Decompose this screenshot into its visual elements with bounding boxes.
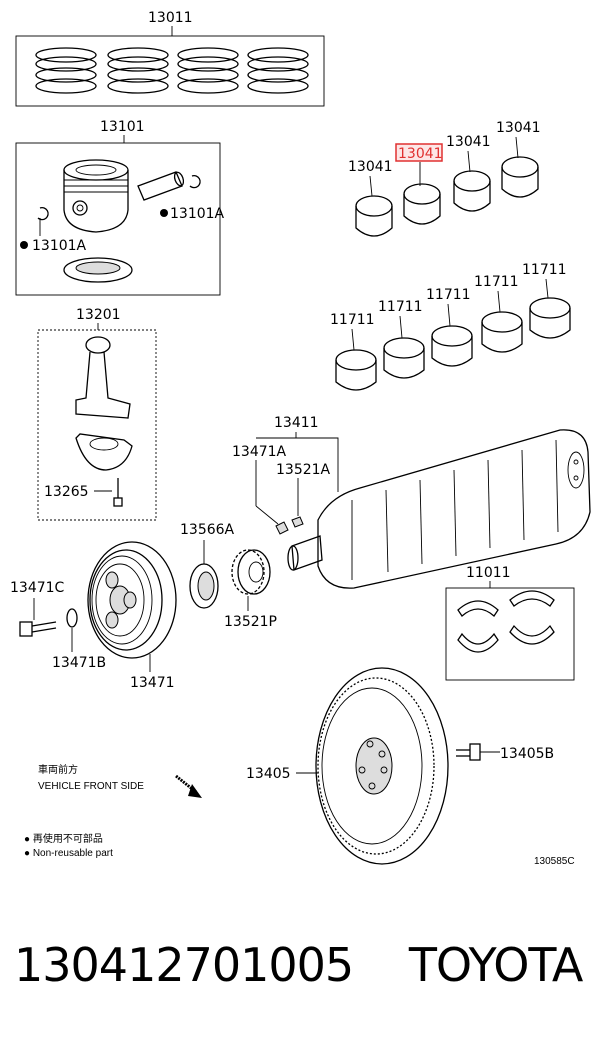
label-conrod: 13201 [76, 307, 121, 323]
rod-bearing-3-icon [453, 170, 491, 212]
main-bearing-5-icon [529, 297, 571, 339]
label-bearing-3: 13041 [446, 134, 491, 150]
label-crankshaft: 13411 [274, 415, 319, 431]
legend-nonreuse-jp: ● 再使用不可部品 [24, 832, 103, 845]
crank-pulley-icon [87, 541, 177, 659]
label-snap-ring-left: 13101A [32, 238, 87, 254]
main-bearing-2-icon [383, 337, 425, 379]
thrust-box [445, 587, 575, 681]
key-a-icon [275, 521, 289, 535]
thrust-washer-group: 11011 [445, 565, 575, 681]
bearing-2-highlight [395, 143, 443, 162]
front-arrow-icon [175, 774, 202, 798]
nonreusable-dot-left [20, 241, 28, 249]
label-bearing-1: 13041 [348, 159, 393, 175]
main-bearing-1-icon [335, 349, 377, 391]
conrod-box [37, 329, 157, 521]
label-main-2: 11711 [378, 299, 423, 315]
flywheel-bolt-icon [456, 743, 481, 761]
nonreusable-dot-right [160, 209, 168, 217]
diagram-code: 130585C [534, 856, 575, 867]
piston-box [15, 142, 221, 296]
connecting-rod-icon [75, 336, 133, 471]
main-bearing-3-icon [431, 325, 473, 367]
label-rod-bolt: 13265 [44, 484, 89, 500]
label-piston: 13101 [100, 119, 145, 135]
rod-bearings-group: 13041 13041 13041 13041 [348, 120, 541, 237]
rod-bolt-icon [113, 478, 123, 507]
rod-bearing-1-icon [355, 195, 393, 237]
piston-skirt-bearing-icon [63, 257, 133, 283]
label-washer: 13471B [52, 655, 106, 671]
label-bearing-4: 13041 [496, 120, 541, 136]
oil-seal-icon [189, 563, 219, 609]
legend-nonreuse-en: ● Non-reusable part [24, 848, 113, 859]
label-pulley: 13471 [130, 675, 175, 691]
label-main-3: 11711 [426, 287, 471, 303]
crankshaft-icon [287, 429, 591, 589]
snap-ring-right-icon [189, 174, 201, 189]
thrust-washer-upper-right-icon [509, 590, 555, 607]
ring-set-1 [35, 47, 97, 94]
label-main-1: 11711 [330, 312, 375, 328]
ring-set-2 [107, 47, 169, 94]
piston-icon [63, 159, 129, 233]
snap-ring-left-icon [37, 206, 49, 221]
footer: 130412701005 TOYOTA [14, 938, 594, 1008]
footer-brand: TOYOTA [408, 938, 584, 992]
key-b-icon [291, 516, 304, 528]
piston-group: 13101 13101A 13101A [15, 119, 225, 296]
front-parts-group: 13471C 13471B 13471 13566A [10, 522, 277, 691]
label-seal: 13566A [180, 522, 235, 538]
ring-set-3 [177, 47, 239, 94]
pulley-bolt-icon [19, 621, 57, 637]
thrust-washer-lower-left-icon [457, 632, 499, 653]
legend-front-jp: 車両前方 [38, 763, 78, 776]
legend-front-en: VEHICLE FRONT SIDE [38, 781, 144, 792]
piston-rings-box [15, 35, 325, 107]
ring-set-4 [247, 47, 309, 94]
piston-pin-icon [137, 171, 185, 201]
thrust-washer-upper-left-icon [457, 600, 499, 617]
rod-bearing-4-icon [501, 156, 539, 198]
label-bearing-2: 13041 [398, 146, 443, 162]
label-gear: 13521P [224, 614, 277, 630]
label-piston-rings: 13011 [148, 10, 193, 26]
flywheel-group: 13405 13405B [246, 667, 554, 865]
label-thrust: 11011 [466, 565, 511, 581]
label-main-4: 11711 [474, 274, 519, 290]
piston-rings-group: 13011 [15, 10, 325, 107]
label-key-b: 13521A [276, 462, 331, 478]
rod-bearing-2-icon [403, 183, 441, 225]
label-main-5: 11711 [522, 262, 567, 278]
label-pulley-bolt: 13471C [10, 580, 65, 596]
thrust-washer-lower-right-icon [509, 624, 555, 645]
label-key-a: 13471A [232, 444, 287, 460]
footer-part-number: 130412701005 [14, 938, 354, 992]
label-flywheel: 13405 [246, 766, 291, 782]
label-flywheel-bolt: 13405B [500, 746, 554, 762]
washer-icon [66, 608, 78, 628]
label-snap-ring-right: 13101A [170, 206, 225, 222]
legend-group: 車両前方 VEHICLE FRONT SIDE ● 再使用不可部品 ● Non-… [24, 763, 575, 867]
connecting-rod-group: 13201 13265 [37, 307, 157, 521]
main-bearings-group: 11711 11711 11711 11711 11711 [330, 262, 571, 391]
crankshaft-group: 13411 13471A 13521A [232, 415, 591, 589]
crank-gear-icon [231, 549, 271, 595]
flywheel-icon [315, 667, 449, 865]
main-bearing-4-icon [481, 311, 523, 353]
